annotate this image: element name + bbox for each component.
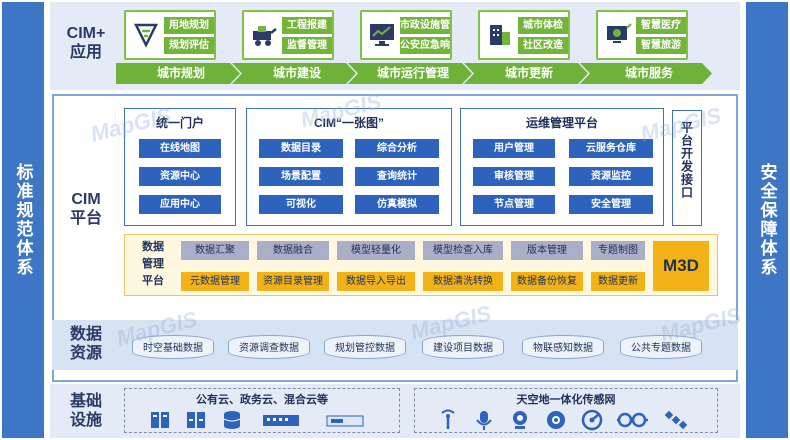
building-icon (490, 25, 510, 45)
stage-arrow-services: 城市服务 (580, 63, 712, 84)
portal-item: 资源中心 (139, 167, 221, 186)
data-mgmt-item: 数据汇聚 (181, 241, 249, 260)
ops-item: 审核管理 (473, 167, 555, 186)
data-mgmt-item: 数据融合 (257, 241, 329, 260)
app-card-renewal: 城市体检 社区改造 (478, 10, 570, 60)
app-tag: 城市体检 (518, 17, 568, 34)
platform-row-label: CIM 平台 (69, 191, 102, 227)
one-map-item: 可视化 (259, 195, 343, 214)
data-cylinder: 物联感知数据 (522, 335, 604, 359)
database-icon (223, 411, 241, 429)
app-card-construction: 工程报建 监督管理 (242, 10, 334, 60)
app-tag: 监督管理 (282, 37, 332, 54)
portal-item: 应用中心 (139, 195, 221, 214)
dev-api-label: 平台开发接口 (679, 121, 694, 199)
app-card-planning: 用地规划 规划评估 (124, 10, 216, 60)
ops-panel: 运维管理平台 用户管理 云服务仓库 审核管理 资源监控 节点管理 安全管理 (460, 108, 664, 226)
data-cylinder: 资源调查数据 (228, 335, 310, 359)
app-tag: 规划评估 (164, 37, 214, 54)
app-tag: 市政设施管理 (400, 17, 450, 34)
one-map-item: 查询统计 (355, 167, 439, 186)
satellite-icon (665, 410, 687, 430)
data-mgmt-item: 资源目录管理 (257, 272, 329, 291)
one-map-item: 综合分析 (355, 139, 439, 158)
planning-icon (133, 23, 159, 48)
security-system-bar: 安全保障体系 (746, 2, 788, 438)
stage-arrow-operations: 城市运行管理 (348, 63, 472, 84)
one-map-item: 仿真模拟 (355, 195, 439, 214)
standards-system-bar: 标准规范体系 (2, 2, 44, 438)
data-mgmt-item: 模型检查入库 (423, 241, 503, 260)
ops-item: 资源监控 (569, 167, 653, 186)
data-mgmt-item: 数据导入导出 (337, 272, 415, 291)
monitor-chart-icon (370, 24, 394, 46)
sensor-node-icon (547, 411, 565, 429)
resource-row-label: 数据 资源 (69, 326, 102, 362)
app-tag: 公安应急响应 (400, 37, 450, 54)
portal-panel: 统一门户 在线地图 资源中心 应用中心 (124, 108, 236, 226)
microphone-icon (476, 411, 492, 430)
one-map-item: 场景配置 (259, 167, 343, 186)
app-tag: 智慧旅游 (636, 37, 686, 54)
data-mgmt-item: 版本管理 (511, 241, 583, 260)
ops-item: 节点管理 (473, 195, 555, 214)
data-mgmt-item: 数据更新 (591, 272, 645, 291)
standards-system-label: 标准规范体系 (13, 163, 33, 277)
app-tag: 社区改造 (518, 37, 568, 54)
construction-vehicle-icon (253, 26, 277, 46)
smart-screen-icon (607, 23, 632, 43)
ops-item: 云服务仓库 (569, 139, 653, 158)
data-mgmt-item: 专题制图 (591, 241, 645, 260)
stage-arrow-planning: 城市规划 (116, 63, 240, 84)
radar-icon (581, 409, 603, 431)
app-tag: 用地规划 (164, 17, 214, 34)
data-cylinder: 公共专题数据 (620, 335, 702, 359)
one-map-panel: CIM“一张图” 数据目录 综合分析 场景配置 查询统计 可视化 仿真模拟 (246, 108, 452, 226)
m3d-badge: M3D (653, 241, 709, 291)
app-tag: 工程报建 (282, 17, 332, 34)
camera-icon (513, 411, 527, 429)
antenna-icon (441, 409, 455, 429)
cloud-box: 公有云、政务云、混合云等 (124, 388, 400, 433)
ops-title: 运维管理平台 (525, 116, 598, 130)
data-management-title: 数据管理平台 (142, 241, 164, 287)
server-rack-icon (187, 412, 205, 428)
dev-api-panel: 平台开发接口 (672, 110, 702, 226)
infrastructure-band: 公有云、政务云、混合云等 天空地一体化传感网 (50, 384, 740, 438)
security-system-label: 安全保障体系 (757, 163, 777, 277)
link-icon (617, 412, 648, 428)
data-cylinder: 规划管控数据 (324, 335, 406, 359)
app-card-services: 智慧医疗 智慧旅游 (596, 10, 688, 60)
server-rack-icon (151, 412, 169, 428)
data-mgmt-item: 数据清洗转换 (423, 272, 503, 291)
data-cylinder: 建设项目数据 (422, 335, 504, 359)
storage-icon (326, 415, 364, 427)
infrastructure-row-label: 基础 设施 (69, 393, 102, 429)
application-row-label: CIM+ 应用 (66, 25, 106, 61)
data-management-panel: 数据管理平台 数据汇聚 数据融合 模型轻量化 模型检查入库 版本管理 专题制图 … (124, 234, 718, 296)
sensor-network-box: 天空地一体化传感网 (414, 388, 718, 433)
app-card-operations: 市政设施管理 公安应急响应 (360, 10, 452, 60)
cloud-title: 公有云、政务云、混合云等 (196, 394, 328, 406)
one-map-item: 数据目录 (259, 139, 343, 158)
data-resource-band: 时空基础数据 资源调查数据 规划管控数据 建设项目数据 物联感知数据 公共专题数… (52, 320, 738, 370)
data-mgmt-item: 模型轻量化 (337, 241, 415, 260)
ops-item: 用户管理 (473, 139, 555, 158)
portal-item: 在线地图 (139, 139, 221, 158)
one-map-title: CIM“一张图” (314, 116, 384, 130)
stage-arrow-renewal: 城市更新 (464, 63, 588, 84)
ops-item: 安全管理 (569, 195, 653, 214)
sensor-network-title: 天空地一体化传感网 (516, 394, 616, 406)
data-mgmt-item: 数据备份恢复 (511, 272, 583, 291)
app-tag: 智慧医疗 (636, 17, 686, 34)
data-cylinder: 时空基础数据 (132, 335, 214, 359)
portal-title: 统一门户 (155, 116, 204, 130)
data-mgmt-item: 元数据管理 (181, 272, 249, 291)
stage-arrow-construction: 城市建设 (232, 63, 356, 84)
network-switch-icon (263, 415, 299, 426)
